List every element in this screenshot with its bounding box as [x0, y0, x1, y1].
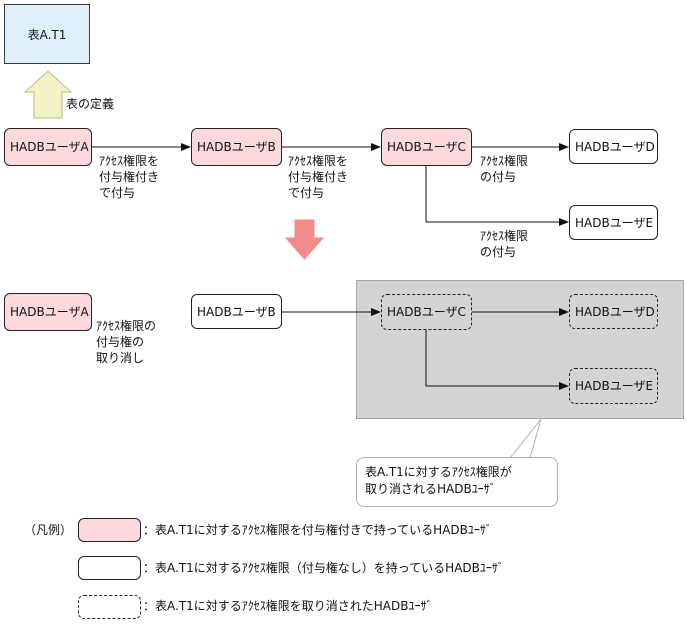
top-edge-cd-label: ｱｸｾｽ権限 の付与	[480, 154, 529, 184]
top-user-a: HADBユーザA	[4, 128, 92, 166]
bottom-user-d-revoked: HADBユーザD	[569, 294, 658, 329]
legend-title: （凡例）	[24, 523, 73, 537]
callout-text: 表A.T1に対するｱｸｾｽ権限が 取り消されるHADBﾕｰｻﾞ	[365, 465, 512, 496]
revoked-area	[356, 280, 684, 419]
top-user-b: HADBユーザB	[191, 128, 282, 166]
bottom-user-b: HADBユーザB	[191, 294, 282, 329]
top-edge-ab-label: ｱｸｾｽ権限を 付与権付き で付与	[99, 154, 160, 200]
legend-text-access: ：表A.T1に対するｱｸｾｽ権限（付与権なし）を持っているHADBﾕｰｻﾞ	[143, 561, 504, 575]
top-user-c: HADBユーザC	[381, 128, 472, 166]
bottom-user-a: HADBユーザA	[4, 293, 92, 331]
define-arrow	[23, 70, 73, 119]
transition-arrow	[284, 219, 325, 260]
legend-swatch-access	[78, 556, 141, 580]
edge-top-c-e	[425, 165, 569, 226]
define-label: 表の定義	[66, 97, 115, 111]
bottom-user-c-revoked: HADBユーザC	[381, 294, 472, 330]
table-a-t1-box: 表A.T1	[4, 4, 90, 64]
legend-swatch-granting	[78, 518, 141, 542]
top-edge-bc-label: ｱｸｾｽ権限を 付与権付き で付与	[288, 154, 349, 200]
bottom-user-e-revoked: HADBユーザE	[569, 368, 658, 404]
legend-text-revoked: ：表A.T1に対するｱｸｾｽ権限を取り消されたHADBﾕｰｻﾞ	[143, 599, 433, 613]
top-user-d: HADBユーザD	[569, 129, 658, 164]
table-label: 表A.T1	[27, 27, 67, 42]
top-user-e: HADBユーザE	[569, 205, 658, 240]
edge-bottom-c-e	[425, 330, 569, 390]
legend-text-granting: ：表A.T1に対するｱｸｾｽ権限を付与権付きで持っているHADBﾕｰｻﾞ	[143, 523, 492, 537]
bottom-edge-ab-label: ｱｸｾｽ権限の 付与権の 取り消し	[96, 319, 157, 365]
revoked-callout: 表A.T1に対するｱｸｾｽ権限が 取り消されるHADBﾕｰｻﾞ	[356, 457, 558, 507]
top-edge-ce-label: ｱｸｾｽ権限 の付与	[480, 229, 529, 259]
callout-pointer	[509, 418, 542, 459]
legend-swatch-revoked	[78, 595, 141, 619]
